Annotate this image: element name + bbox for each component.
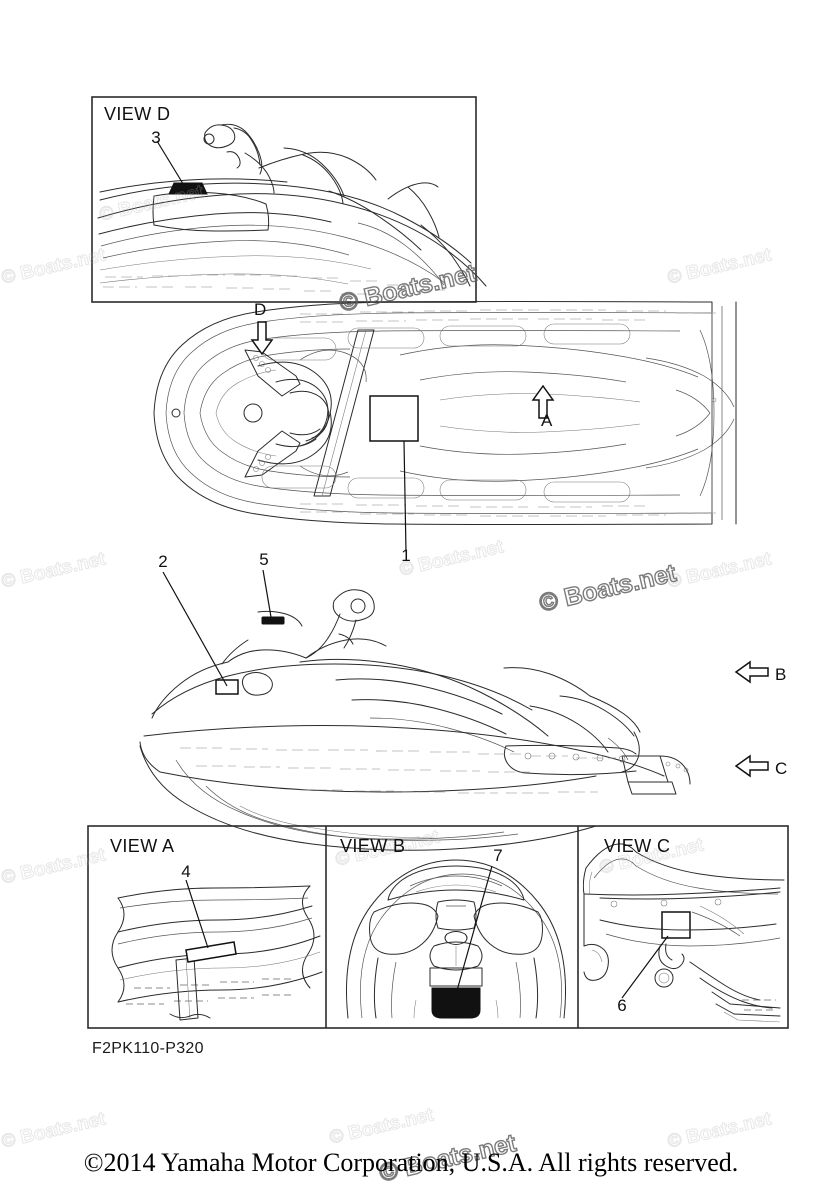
view-marker-letter-a: A: [541, 411, 553, 430]
view-marker-letter-d: D: [254, 300, 267, 319]
callout-number-2: 2: [158, 552, 168, 571]
callout-number-6: 6: [617, 996, 627, 1015]
panel-view-b: [346, 860, 565, 1018]
panel-title-view-b: VIEW B: [340, 836, 406, 856]
callout-number-4: 4: [181, 862, 191, 881]
view-marker-letter-b: B: [775, 665, 787, 684]
panel-title-view-c: VIEW C: [604, 836, 671, 856]
copyright-notice: ©2014 Yamaha Motor Corporation, U.S.A. A…: [83, 1148, 739, 1177]
callout-number-1: 1: [401, 546, 411, 565]
main-side-view: [139, 569, 769, 851]
panel-title-view-d: VIEW D: [104, 104, 171, 124]
view-marker-letter-c: C: [775, 759, 788, 778]
bottom-panels-frame: [87, 825, 789, 1029]
panel-title-view-a: VIEW A: [110, 836, 175, 856]
panel-view-d: [91, 96, 486, 303]
callout-number-5: 5: [259, 550, 269, 569]
callout-number-7: 7: [493, 846, 503, 865]
main-top-view: [153, 301, 737, 553]
panel-view-a: [112, 880, 322, 1020]
panel-view-c: [583, 844, 784, 1022]
callout-number-3: 3: [151, 128, 161, 147]
drawing-reference-code: F2PK110-P320: [92, 1040, 204, 1057]
